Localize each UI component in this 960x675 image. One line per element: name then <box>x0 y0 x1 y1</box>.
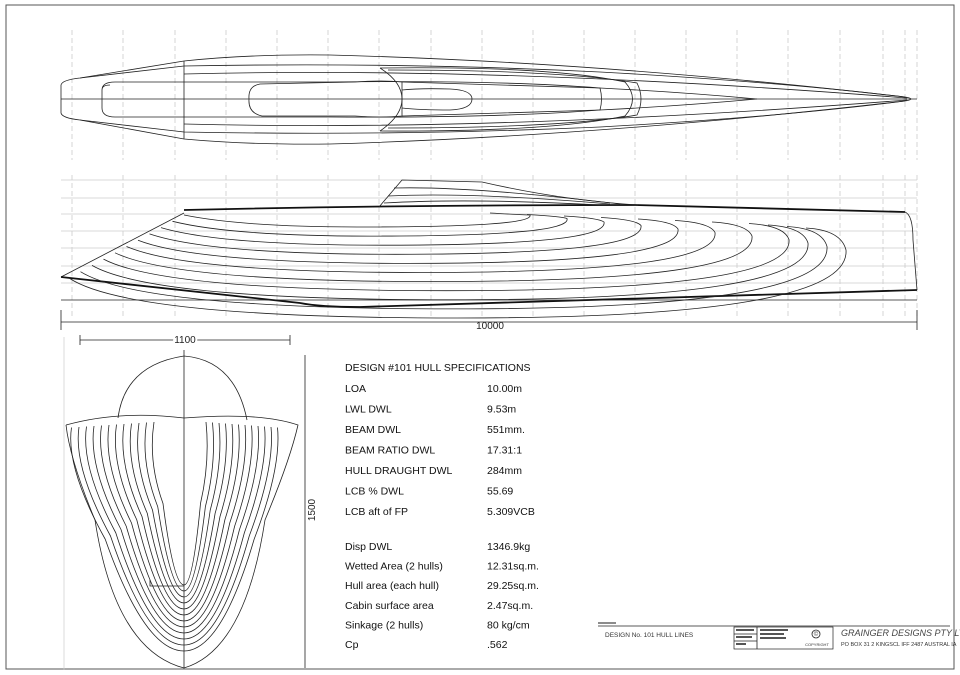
section-line <box>183 421 208 586</box>
spec-label: Cabin surface area <box>345 600 434 612</box>
section-line <box>151 421 185 586</box>
section-line <box>183 422 214 592</box>
buttock-line <box>68 227 847 319</box>
section-line <box>144 422 185 592</box>
buttock-line <box>114 221 753 283</box>
spec-label: Sinkage (2 hulls) <box>345 619 423 631</box>
station-grid <box>71 30 918 318</box>
spec-value: 10.00m <box>487 383 522 395</box>
spec-row: Cp .562 <box>345 639 508 651</box>
company-address: PO BOX 31 2 KINGSCL IFF 2487 AUSTRAL IA <box>841 642 957 648</box>
buttock-line <box>149 217 642 255</box>
spec-value: 5.309VCB <box>487 506 535 518</box>
spec-value: 17.31:1 <box>487 445 522 457</box>
spec-row: Disp DWL 1346.9kg <box>345 541 530 553</box>
section-line <box>92 425 185 634</box>
section-line <box>183 426 266 640</box>
spec-label: LWL DWL <box>345 404 392 416</box>
spec-label: BEAM DWL <box>345 424 401 436</box>
spec-row: Sinkage (2 hulls) 80 kg/cm <box>345 619 530 631</box>
section-line <box>183 426 272 646</box>
section-line <box>183 424 247 622</box>
svg-text:COPYRIGHT: COPYRIGHT <box>805 642 829 647</box>
spec-row: LCB aft of FP 5.309VCB <box>345 506 535 518</box>
drawing-title: DESIGN No. 101 HULL LINES <box>605 632 694 639</box>
spec-label: LOA <box>345 383 366 395</box>
section-line <box>107 424 185 622</box>
beam-dimension-label: 1100 <box>174 335 196 346</box>
section-line <box>100 425 185 628</box>
section-line <box>137 422 185 598</box>
spec-label: Cp <box>345 639 359 651</box>
spec-label: BEAM RATIO DWL <box>345 445 435 457</box>
buttock-line <box>183 212 531 228</box>
body-plan: 1100 1500 <box>63 333 318 670</box>
height-dimension-label: 1500 <box>307 498 318 521</box>
spec-row: HULL DRAUGHT DWL 284mm <box>345 465 522 477</box>
sheet-border <box>5 4 955 670</box>
section-line <box>183 425 253 628</box>
length-dimension-label: 10000 <box>476 321 504 332</box>
company-name: GRAINGER DESIGNS PTY LTD <box>841 628 960 638</box>
section-line <box>122 423 185 610</box>
spec-value: 1346.9kg <box>487 541 530 553</box>
spec-value: .562 <box>487 639 508 651</box>
section-line <box>129 423 185 604</box>
section-line <box>183 424 240 616</box>
spec-value: 12.31sq.m. <box>487 561 539 573</box>
plan-view <box>60 54 917 145</box>
title-block: DESIGN No. 101 HULL LINES © COPYRIGHT GR… <box>598 622 960 650</box>
spec-label: Hull area (each hull) <box>345 580 439 592</box>
section-line <box>183 425 259 634</box>
section-line <box>114 424 185 616</box>
spec-value: 551mm. <box>487 424 525 436</box>
section-line <box>149 580 184 587</box>
specs-title: DESIGN #101 HULL SPECIFICATIONS <box>345 362 531 374</box>
section-line <box>77 426 185 646</box>
spec-row: Wetted Area (2 hulls) 12.31sq.m. <box>345 561 539 573</box>
spec-value: 284mm <box>487 465 522 477</box>
specifications-table: DESIGN #101 HULL SPECIFICATIONS LOA 10.00… <box>345 362 539 651</box>
section-line <box>183 423 234 610</box>
spec-row: Hull area (each hull) 29.25sq.m. <box>345 580 539 592</box>
buttock-line <box>80 226 828 310</box>
spec-label: LCB aft of FP <box>345 506 408 518</box>
buttock-line <box>160 215 605 246</box>
spec-value: 29.25sq.m. <box>487 580 539 592</box>
spec-row: Cabin surface area 2.47sq.m. <box>345 600 533 612</box>
spec-label: Wetted Area (2 hulls) <box>345 561 443 573</box>
buttock-line <box>172 214 568 237</box>
spec-value: 9.53m <box>487 404 516 416</box>
buttock-line <box>103 223 790 292</box>
svg-text:©: © <box>814 631 819 638</box>
copyright-icon <box>811 629 821 639</box>
buttock-line <box>91 224 809 301</box>
spec-label: HULL DRAUGHT DWL <box>345 465 453 477</box>
section-line <box>183 422 221 598</box>
spec-value: 80 kg/cm <box>487 619 530 631</box>
spec-label: LCB % DWL <box>345 486 404 498</box>
spec-row: BEAM DWL 551mm. <box>345 424 525 436</box>
section-line <box>85 426 185 640</box>
buttock-line <box>137 218 679 264</box>
section-outline <box>65 414 299 669</box>
spec-row: LWL DWL 9.53m <box>345 404 516 416</box>
spec-row: LCB % DWL 55.69 <box>345 486 513 498</box>
spec-row: BEAM RATIO DWL 17.31:1 <box>345 445 522 457</box>
profile-view: 10000 <box>60 179 918 332</box>
section-line <box>183 423 227 604</box>
spec-value: 55.69 <box>487 486 513 498</box>
buttock-line <box>126 220 716 273</box>
spec-value: 2.47sq.m. <box>487 600 533 612</box>
section-line <box>183 427 279 652</box>
spec-row: LOA 10.00m <box>345 383 522 395</box>
spec-label: Disp DWL <box>345 541 392 553</box>
